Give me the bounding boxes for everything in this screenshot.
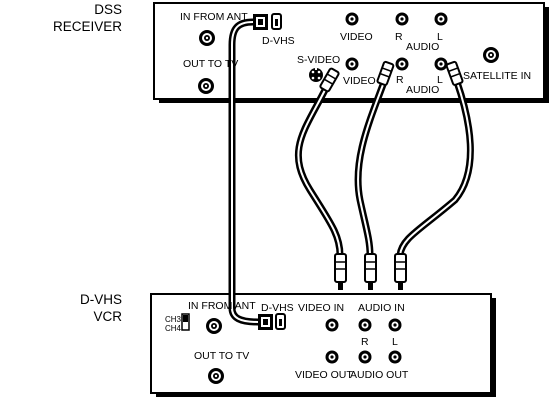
vcr-ch4-label: CH4 (165, 324, 182, 333)
receiver-label-line2: RECEIVER (53, 19, 122, 34)
vcr-in-from-ant-label: IN FROM ANT (188, 300, 256, 312)
rca-jack-icon (388, 350, 402, 364)
rca-jack-icon (325, 318, 339, 332)
dvhs-plug-icon (253, 14, 268, 30)
rca-jack-icon (395, 12, 409, 26)
vcr-video-out-label: VIDEO OUT (295, 369, 353, 381)
receiver-audio-top-label: AUDIO (406, 41, 439, 53)
receiver-l-top-label: L (437, 31, 443, 43)
rca-jack-icon (358, 350, 372, 364)
audio-r-cable-inner (357, 81, 385, 256)
vcr-panel (150, 293, 492, 394)
rca-jack-icon (345, 57, 359, 71)
receiver-r-bottom-label: R (396, 74, 404, 86)
rca-plug-icon (334, 253, 347, 290)
dvhs-plug-icon (258, 314, 273, 330)
vcr-label-line1: D-VHS (80, 292, 122, 307)
vcr-video-in-label: VIDEO IN (298, 302, 344, 314)
coax-jack-icon (198, 78, 214, 94)
receiver-audio-bottom-label: AUDIO (406, 84, 439, 96)
receiver-dvhs-label: D-VHS (262, 35, 295, 47)
receiver-out-to-tv-label: OUT TO TV (183, 58, 238, 70)
vcr-audio-out-label: AUDIO OUT (350, 369, 409, 381)
coax-jack-icon (199, 30, 215, 46)
video-cable-inner (297, 87, 341, 256)
audio-l-cable-inner (399, 81, 472, 256)
rca-jack-icon (388, 318, 402, 332)
rca-plug-icon (376, 60, 395, 86)
vcr-label-line2: VCR (93, 309, 122, 324)
receiver-r-top-label: R (395, 31, 403, 43)
rca-plug-icon (445, 60, 464, 86)
rca-plug-icon (364, 253, 377, 290)
receiver-satellite-in-label: SATELLITE IN (463, 70, 531, 82)
rca-jack-icon (395, 57, 409, 71)
vcr-audio-in-label: AUDIO IN (358, 302, 405, 314)
vcr-r-label: R (361, 336, 369, 348)
rca-jack-icon (358, 318, 372, 332)
svideo-jack-icon (309, 67, 323, 82)
dvhs-port-icon (275, 313, 286, 330)
receiver-video-top-label: VIDEO (340, 31, 373, 43)
vcr-out-to-tv-label: OUT TO TV (194, 350, 249, 362)
rca-jack-icon (345, 12, 359, 26)
receiver-svideo-label: S-VIDEO (297, 54, 340, 66)
rca-jack-icon (434, 57, 448, 71)
dvhs-port-icon (271, 13, 282, 30)
rca-plug-icon (319, 67, 340, 93)
vcr-dvhs-label: D-VHS (261, 302, 294, 314)
rca-jack-icon (325, 350, 339, 364)
audio-l-cable-outer (396, 78, 474, 259)
coax-jack-icon (206, 318, 222, 334)
receiver-l-bottom-label: L (437, 74, 443, 86)
coax-jack-icon (483, 47, 499, 63)
audio-r-cable-outer (354, 78, 388, 259)
receiver-in-from-ant-label: IN FROM ANT (180, 11, 248, 23)
dvhs-cable-inner (231, 21, 259, 323)
receiver-label-line1: DSS (94, 2, 122, 17)
rca-jack-icon (434, 12, 448, 26)
vcr-l-label: L (392, 336, 398, 348)
vcr-ch3-label: CH3 (165, 315, 182, 324)
coax-jack-icon (208, 368, 224, 384)
rca-plug-icon (394, 253, 407, 290)
channel-switch-icon (181, 313, 190, 331)
receiver-video-bottom-label: VIDEO (343, 75, 376, 87)
